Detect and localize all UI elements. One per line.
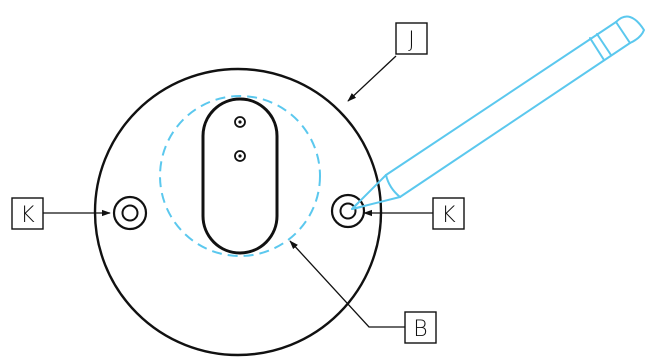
- screw-hole-right: [330, 193, 366, 229]
- label-j: J: [408, 28, 415, 53]
- label-k-right: K: [441, 203, 456, 228]
- callout-k-right: K: [363, 197, 465, 230]
- callout-b: B: [289, 240, 437, 344]
- center-slot: [201, 97, 279, 255]
- label-b: B: [413, 317, 427, 342]
- dashed-cutout-circle: [159, 95, 321, 257]
- callout-j: J: [347, 22, 428, 102]
- label-k-left: K: [20, 203, 35, 228]
- base-plate: [93, 67, 383, 357]
- callout-k-left: K: [11, 197, 111, 230]
- slot-screw-bottom: [234, 150, 246, 162]
- screw-hole-left: [112, 195, 148, 231]
- pencil-icon: [351, 15, 645, 210]
- slot-screw-top: [234, 116, 246, 128]
